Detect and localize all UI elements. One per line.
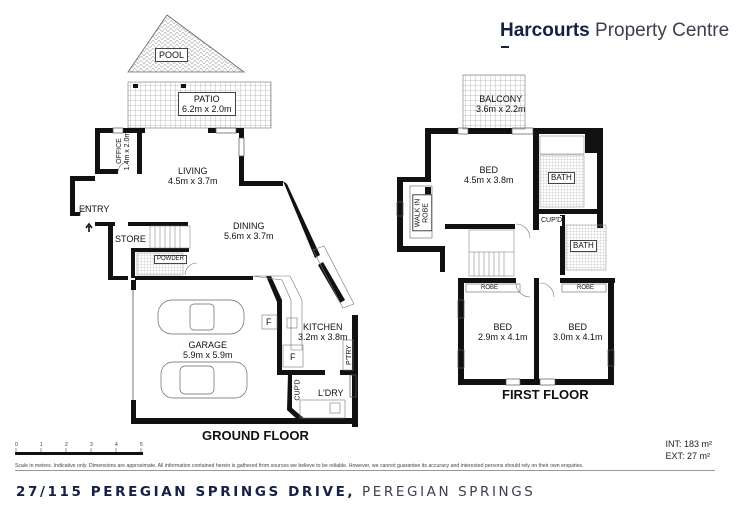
scale-tick-label: 1 [40,442,43,448]
car-icons [157,299,248,399]
room-label-cupboard: CUP'D [294,379,302,401]
scale-tick-label: 5 [140,442,143,448]
scale-tick-label: 2 [65,442,68,448]
first-floor-plan [396,74,615,386]
brand-logo: Harcourts Property Centre [500,20,730,48]
room-label-pool: POOL [155,48,189,62]
brand-name-bold: Harcourts [500,20,590,41]
fridge-label-2: F [290,352,296,362]
disclaimer-text: Scale in metres. Indicative only. Dimens… [15,463,715,471]
property-address: 27/115 PEREGIAN SPRINGS DRIVE, PEREGIAN … [16,484,535,500]
balcony-area [462,74,526,130]
area-summary: INT: 183 m² EXT: 27 m² [665,438,712,462]
room-label-powder: POWDER [154,255,187,264]
scale-ticks [15,448,142,452]
room-label-laundry: L'DRY [318,388,344,398]
address-suburb: PEREGIAN SPRINGS [355,484,536,500]
first-floor-title: FIRST FLOOR [502,387,589,402]
room-label-store: STORE [115,234,146,244]
ground-floor-plan [70,14,358,427]
scale-bar [15,452,143,455]
fridge-label-1: F [266,317,272,327]
external-area: EXT: 27 m² [665,451,710,461]
room-label-pantry: P'TRY [345,345,353,365]
room-label-robe1: ROBE [481,285,499,291]
internal-area: INT: 183 m² [665,439,712,449]
room-label-entry: ENTRY [79,204,110,214]
room-label-bath2: BATH [570,240,597,252]
pool-area [127,14,246,73]
brand-name-light: Property Centre [589,20,730,41]
room-label-robe2: ROBE [577,285,595,291]
room-label-bath1: BATH [548,172,575,184]
room-label-cupboard-ff: CUP'D [541,216,563,226]
ground-floor-title: GROUND FLOOR [202,428,309,443]
scale-tick-label: 4 [115,442,118,448]
scale-tick-label: 3 [90,442,93,448]
scale-tick-label: 0 [15,442,18,448]
brand-underline [501,46,509,48]
address-street: 27/115 PEREGIAN SPRINGS DRIVE, [16,484,356,500]
